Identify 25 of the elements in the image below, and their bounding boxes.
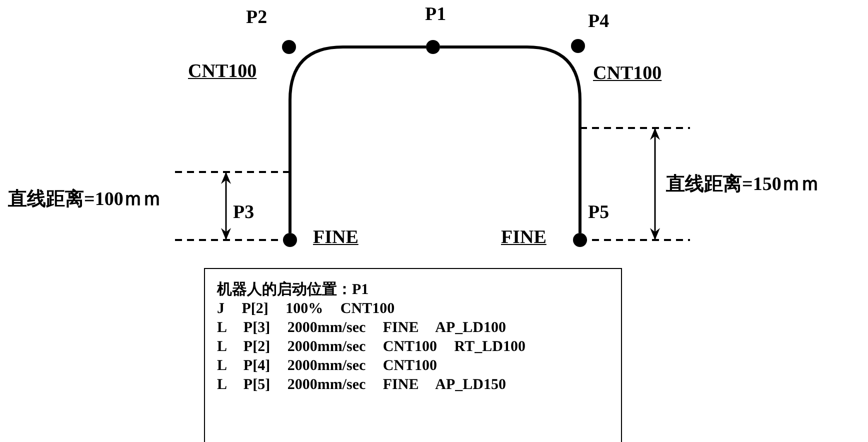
point-dot (426, 40, 440, 54)
robot-path (288, 46, 426, 233)
program-box (204, 268, 622, 442)
program-line: L P[2] 2000mm/sec CNT100 RT_LD100 (217, 338, 526, 357)
point-dot (283, 233, 297, 247)
program-line: L P[3] 2000mm/sec FINE AP_LD100 (217, 319, 506, 338)
motion-label: FINE (501, 228, 546, 248)
point-label: P3 (233, 203, 254, 223)
motion-label: CNT100 (593, 64, 662, 84)
dimension-label: 直线距离=100ｍｍ (8, 189, 162, 211)
program-line: L P[4] 2000mm/sec CNT100 (217, 357, 438, 376)
point-dot (573, 233, 587, 247)
point-dot (282, 40, 296, 54)
point-dot (571, 39, 585, 53)
point-label: P2 (246, 8, 268, 28)
program-line: L P[5] 2000mm/sec FINE AP_LD150 (217, 376, 506, 395)
point-label: P4 (588, 12, 610, 32)
program-line: J P[2] 100% CNT100 (217, 300, 395, 319)
point-label: P1 (425, 5, 446, 25)
motion-label: FINE (313, 228, 358, 248)
dimension-label: 直线距离=150ｍｍ (666, 174, 820, 196)
motion-label: CNT100 (188, 62, 257, 82)
program-line: 机器人的启动位置：P1 (217, 281, 369, 300)
point-label: P5 (588, 203, 610, 223)
robot-path (440, 46, 582, 233)
